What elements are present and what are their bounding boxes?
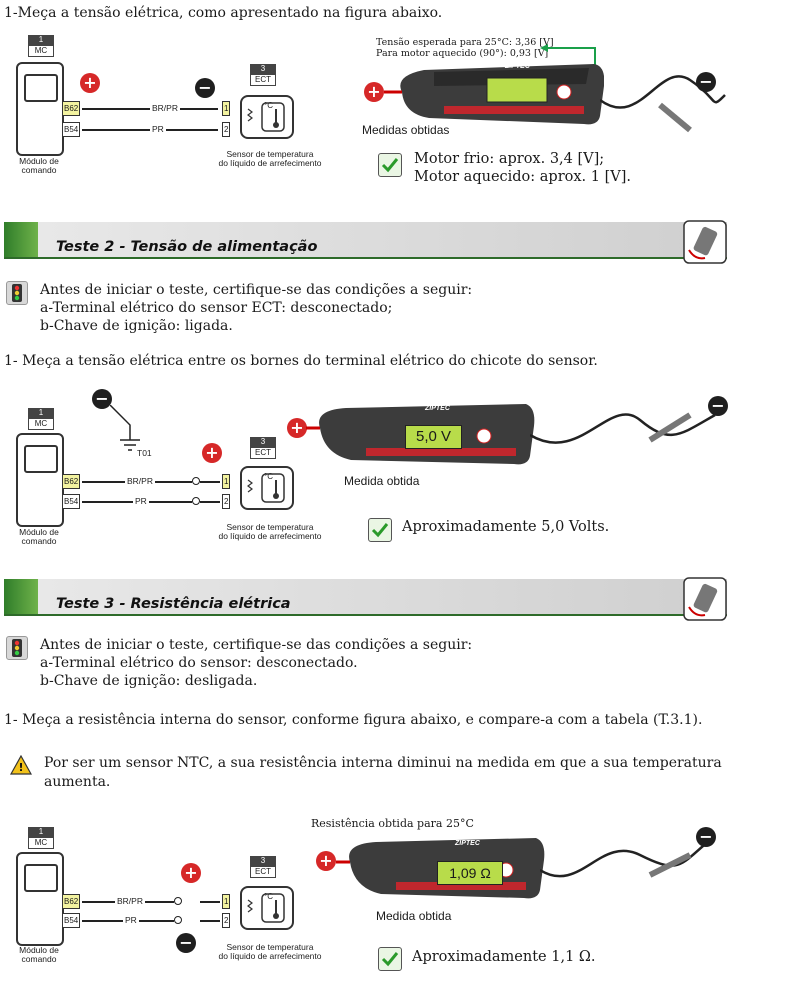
result-hot: Motor aquecido: aprox. 1 [V]. [414, 169, 631, 185]
positive-probe-icon: + [80, 73, 100, 93]
positive-probe-icon: + [181, 863, 201, 883]
measured-label: Medida obtida [376, 909, 452, 923]
control-module [16, 852, 64, 946]
ect-tag: 3 ECT [250, 64, 276, 86]
test3-header: Teste 3 - Resistência elétrica [4, 579, 727, 616]
sensor-pin-2: 2 [222, 913, 231, 928]
warning-line-1: Por ser um sensor NTC, a sua resistência… [44, 755, 722, 771]
control-module [16, 433, 64, 527]
test2-instruction: 1- Meça a tensão elétrica entre os borne… [4, 353, 598, 369]
measured-label: Medidas obtidas [362, 123, 450, 137]
traffic-light-icon [6, 636, 28, 660]
positive-probe-icon: + [316, 851, 336, 871]
ground-icon [110, 405, 140, 451]
test2-condition-a: a-Terminal elétrico do sensor ECT: desco… [40, 300, 393, 316]
svg-text:!: ! [18, 761, 23, 774]
ohmmeter-thumb-icon [683, 577, 727, 621]
test2-title: Teste 2 - Tensão de alimentação [56, 239, 318, 255]
probe-cable-icon [600, 75, 726, 133]
probe-cable-icon [540, 839, 711, 878]
sensor-pin-1: 1 [222, 894, 231, 909]
test3-condition-b: b-Chave de ignição: desligada. [40, 673, 258, 689]
pin-b54: B54 [62, 494, 81, 509]
wire-label-brpr: BR/PR [150, 103, 180, 113]
test3-result: Aproximadamente 1,1 Ω. [412, 949, 596, 965]
warning-icon: ! [10, 755, 32, 775]
wire-label-pr: PR [150, 124, 166, 134]
multimeter-body-icon [384, 64, 604, 125]
multimeter-thumb-icon [683, 220, 727, 264]
pin-b62: B62 [62, 474, 81, 489]
test2-condition-b: b-Chave de ignição: ligada. [40, 318, 233, 334]
result-cold: Motor frio: aprox. 3,4 [V]; [414, 151, 605, 167]
wire-label-brpr: BR/PR [125, 476, 155, 486]
multimeter-display: 1,09 Ω [437, 861, 503, 885]
ect-sensor-icon: °C [240, 466, 294, 510]
negative-probe-icon: − [696, 827, 716, 847]
pin-b62: B62 [62, 894, 81, 909]
test3-condition-a: a-Terminal elétrico do sensor: desconect… [40, 655, 358, 671]
traffic-light-icon [6, 281, 28, 305]
sensor-pin-1: 1 [222, 474, 231, 489]
sensor-pin-2: 2 [222, 122, 231, 137]
wire-label-pr: PR [133, 496, 149, 506]
check-icon [378, 947, 402, 971]
test3-title: Teste 3 - Resistência elétrica [56, 596, 291, 612]
test2-intro: Antes de iniciar o teste, certifique-se … [40, 282, 473, 298]
pin-b62: B62 [62, 101, 81, 116]
wire-label-pr: PR [123, 915, 139, 925]
sensor-pin-2: 2 [222, 494, 231, 509]
probe-cable-icon [530, 412, 716, 444]
check-icon [378, 153, 402, 177]
check-icon [368, 518, 392, 542]
sensor-pin-1: 1 [222, 101, 231, 116]
ground-label: T01 [137, 448, 152, 458]
positive-probe-icon: + [364, 82, 384, 102]
negative-probe-icon: − [92, 389, 112, 409]
test2-result: Aproximadamente 5,0 Volts. [402, 519, 610, 535]
mc-tag: 1 MC [28, 35, 54, 57]
measured-label: Medida obtida [344, 474, 420, 488]
expected-hot: Para motor aquecido (90°): 0,93 [V] [376, 48, 549, 59]
negative-probe-icon: − [195, 78, 215, 98]
warning-line-2: aumenta. [44, 774, 111, 790]
pin-b54: B54 [62, 913, 81, 928]
pin-b54: B54 [62, 122, 81, 137]
positive-probe-icon: + [287, 418, 307, 438]
ect-sensor-icon: °C [240, 886, 294, 930]
positive-probe-icon: + [202, 443, 222, 463]
control-module [16, 62, 64, 156]
step1-instruction: 1-Meça a tensão elétrica, como apresenta… [4, 5, 443, 21]
wire-label-brpr: BR/PR [115, 896, 145, 906]
expected-cold: Tensão esperada para 25°C: 3,36 [V] [376, 37, 554, 48]
test3-intro: Antes de iniciar o teste, certifique-se … [40, 637, 473, 653]
test3-instruction: 1- Meça a resistência interna do sensor,… [4, 712, 703, 728]
test2-header: Teste 2 - Tensão de alimentação [4, 222, 727, 259]
ect-sensor-icon: °C [240, 95, 294, 139]
negative-probe-icon: − [176, 933, 196, 953]
resistance-obtained-label: Resistência obtida para 25°C [311, 817, 474, 830]
negative-probe-icon: − [708, 396, 728, 416]
negative-probe-icon: − [696, 72, 716, 92]
multimeter-display: 5,0 V [405, 425, 462, 449]
